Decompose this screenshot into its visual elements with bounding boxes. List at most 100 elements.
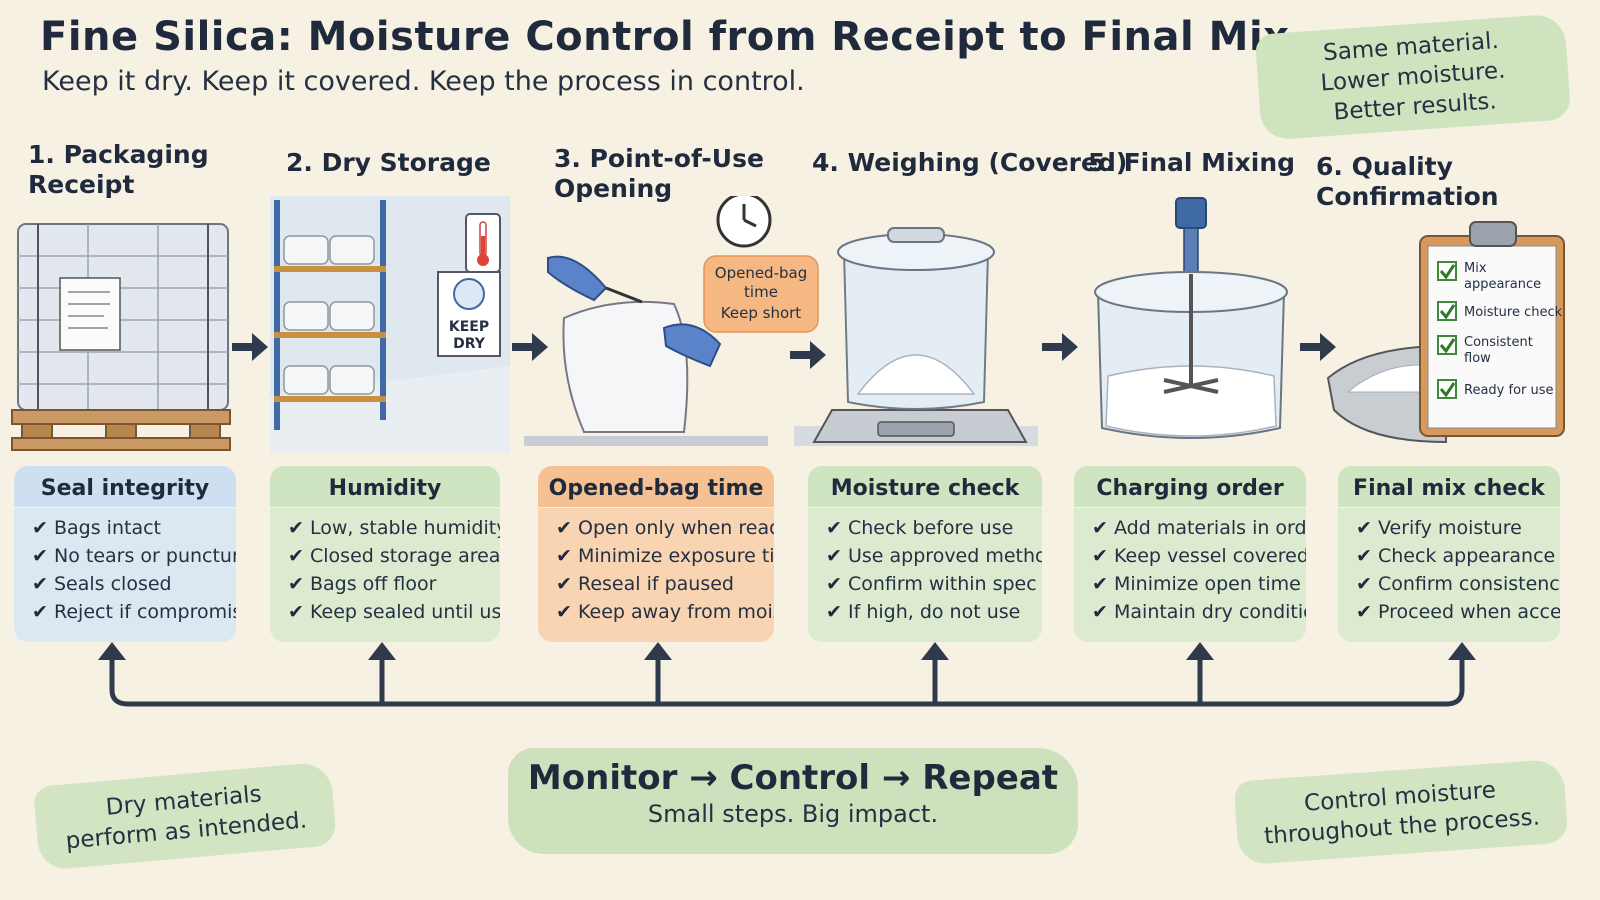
list-item: ✔Proceed when acceptable bbox=[1356, 598, 1560, 626]
process-banner: Monitor → Control → Repeat Small steps. … bbox=[508, 748, 1078, 854]
check-icon: ✔ bbox=[1356, 601, 1372, 623]
clipboard-item-2-line-1: Moisture check bbox=[1464, 305, 1563, 320]
gloved-hand-icon bbox=[547, 255, 608, 302]
banner-sub: Small steps. Big impact. bbox=[647, 800, 939, 828]
list-item: ✔Low, stable humidity bbox=[288, 514, 500, 542]
check-icon: ✔ bbox=[1092, 517, 1108, 539]
check-icon: ✔ bbox=[32, 573, 48, 595]
arrow-right-icon bbox=[510, 330, 550, 364]
arrow-right-icon bbox=[1040, 330, 1080, 364]
list-item: ✔Verify moisture bbox=[1356, 514, 1560, 542]
check-icon: ✔ bbox=[826, 545, 842, 567]
step-2-card: Humidity ✔Low, stable humidity ✔Closed s… bbox=[270, 466, 500, 642]
check-icon: ✔ bbox=[1356, 517, 1372, 539]
check-icon: ✔ bbox=[556, 517, 572, 539]
feedback-loop-connector bbox=[0, 640, 1600, 720]
step-2-card-title: Humidity bbox=[270, 466, 500, 508]
list-item: ✔Maintain dry conditions bbox=[1092, 598, 1306, 626]
list-item: ✔If high, do not use bbox=[826, 598, 1042, 626]
check-icon: ✔ bbox=[826, 573, 842, 595]
step-1-card: Seal integrity ✔Bags intact ✔No tears or… bbox=[14, 466, 236, 642]
clipboard-item-3-line-2: flow bbox=[1464, 351, 1491, 366]
step-3-card: Opened-bag time ✔Open only when ready ✔M… bbox=[538, 466, 774, 642]
list-item: ✔Keep sealed until use bbox=[288, 598, 500, 626]
step-1-card-title: Seal integrity bbox=[14, 466, 236, 508]
step-5-card: Charging order ✔Add materials in order ✔… bbox=[1074, 466, 1306, 642]
step-6-title: 6. Quality Confirmation bbox=[1316, 152, 1499, 211]
list-item: ✔Confirm within spec bbox=[826, 570, 1042, 598]
opened-bag-tag-line-2: time bbox=[744, 283, 778, 301]
check-icon: ✔ bbox=[1092, 545, 1108, 567]
check-icon: ✔ bbox=[32, 601, 48, 623]
step-2-title: 2. Dry Storage bbox=[286, 148, 491, 177]
check-icon: ✔ bbox=[826, 601, 842, 623]
step-5-card-title: Charging order bbox=[1074, 466, 1306, 508]
step-6-card: Final mix check ✔Verify moisture ✔Check … bbox=[1338, 466, 1560, 642]
list-item: ✔Closed storage area bbox=[288, 542, 500, 570]
pallet-icon bbox=[8, 196, 234, 454]
clipboard-item-3-line-1: Consistent bbox=[1464, 335, 1533, 350]
list-item: ✔Add materials in order bbox=[1092, 514, 1306, 542]
check-icon: ✔ bbox=[556, 573, 572, 595]
covered-scale-icon bbox=[792, 196, 1040, 454]
list-item: ✔Bags off floor bbox=[288, 570, 500, 598]
step-4-title: 4. Weighing (Covered) bbox=[812, 148, 1128, 177]
mixer-icon bbox=[1084, 196, 1298, 454]
check-icon: ✔ bbox=[556, 601, 572, 623]
list-item: ✔Confirm consistency bbox=[1356, 570, 1560, 598]
clipboard-item-1-line-1: Mix bbox=[1464, 261, 1487, 276]
step-5-title: 5. Final Mixing bbox=[1088, 148, 1296, 177]
opened-bag-tag-line-1: Opened-bag bbox=[715, 264, 807, 282]
step-6-card-title: Final mix check bbox=[1338, 466, 1560, 508]
list-item: ✔Minimize exposure time bbox=[556, 542, 774, 570]
check-icon: ✔ bbox=[1356, 545, 1372, 567]
check-icon: ✔ bbox=[1092, 573, 1108, 595]
thermometer-icon bbox=[465, 213, 501, 273]
bottom-left-note: Dry materials perform as intended. bbox=[32, 761, 338, 871]
storage-shelf-icon: KEEP DRY bbox=[270, 196, 510, 454]
arrow-right-icon bbox=[788, 338, 828, 372]
banner-main: Monitor → Control → Repeat bbox=[527, 758, 1059, 798]
bottom-right-note: Control moisture throughout the process. bbox=[1233, 758, 1569, 866]
arrow-right-icon bbox=[230, 330, 270, 364]
check-icon: ✔ bbox=[288, 601, 304, 623]
list-item: ✔Reseal if paused bbox=[556, 570, 774, 598]
check-icon: ✔ bbox=[288, 573, 304, 595]
scissors-icon bbox=[605, 286, 643, 304]
keep-dry-sign-line-1: KEEP bbox=[449, 319, 489, 335]
check-icon: ✔ bbox=[32, 545, 48, 567]
list-item: ✔Keep vessel covered bbox=[1092, 542, 1306, 570]
step-3-card-title: Opened-bag time bbox=[538, 466, 774, 508]
silica-bag-icon: Opened-bag time Keep short bbox=[524, 196, 824, 454]
page-subtitle: Keep it dry. Keep it covered. Keep the p… bbox=[42, 66, 805, 97]
clipboard-icon: Mix appearance Moisture check Consistent… bbox=[1326, 196, 1570, 454]
step-3-title: 3. Point-of-Use Opening bbox=[554, 144, 764, 203]
check-icon: ✔ bbox=[288, 517, 304, 539]
top-note: Same material. Lower moisture. Better re… bbox=[1254, 13, 1572, 141]
check-icon: ✔ bbox=[1356, 573, 1372, 595]
check-icon: ✔ bbox=[826, 517, 842, 539]
clipboard-item-4-line-1: Ready for use bbox=[1464, 383, 1554, 398]
list-item: ✔Keep away from moist air bbox=[556, 598, 774, 626]
check-icon: ✔ bbox=[288, 545, 304, 567]
clipboard-item-1-line-2: appearance bbox=[1464, 277, 1541, 292]
opened-bag-tag-line-3: Keep short bbox=[721, 304, 802, 322]
check-icon: ✔ bbox=[1092, 601, 1108, 623]
list-item: ✔Check appearance bbox=[1356, 542, 1560, 570]
check-icon: ✔ bbox=[556, 545, 572, 567]
list-item: ✔Bags intact bbox=[32, 514, 236, 542]
list-item: ✔Seals closed bbox=[32, 570, 236, 598]
keep-dry-sign-line-2: DRY bbox=[453, 336, 486, 352]
step-4-card-title: Moisture check bbox=[808, 466, 1042, 508]
list-item: ✔Minimize open time bbox=[1092, 570, 1306, 598]
arrow-right-icon bbox=[1298, 330, 1338, 364]
list-item: ✔No tears or punctures bbox=[32, 542, 236, 570]
list-item: ✔Check before use bbox=[826, 514, 1042, 542]
list-item: ✔Open only when ready bbox=[556, 514, 774, 542]
check-icon: ✔ bbox=[32, 517, 48, 539]
clock-icon bbox=[716, 196, 772, 248]
list-item: ✔Use approved method bbox=[826, 542, 1042, 570]
step-1-title: 1. Packaging Receipt bbox=[28, 140, 209, 199]
page-title: Fine Silica: Moisture Control from Recei… bbox=[40, 14, 1290, 60]
step-4-card: Moisture check ✔Check before use ✔Use ap… bbox=[808, 466, 1042, 642]
